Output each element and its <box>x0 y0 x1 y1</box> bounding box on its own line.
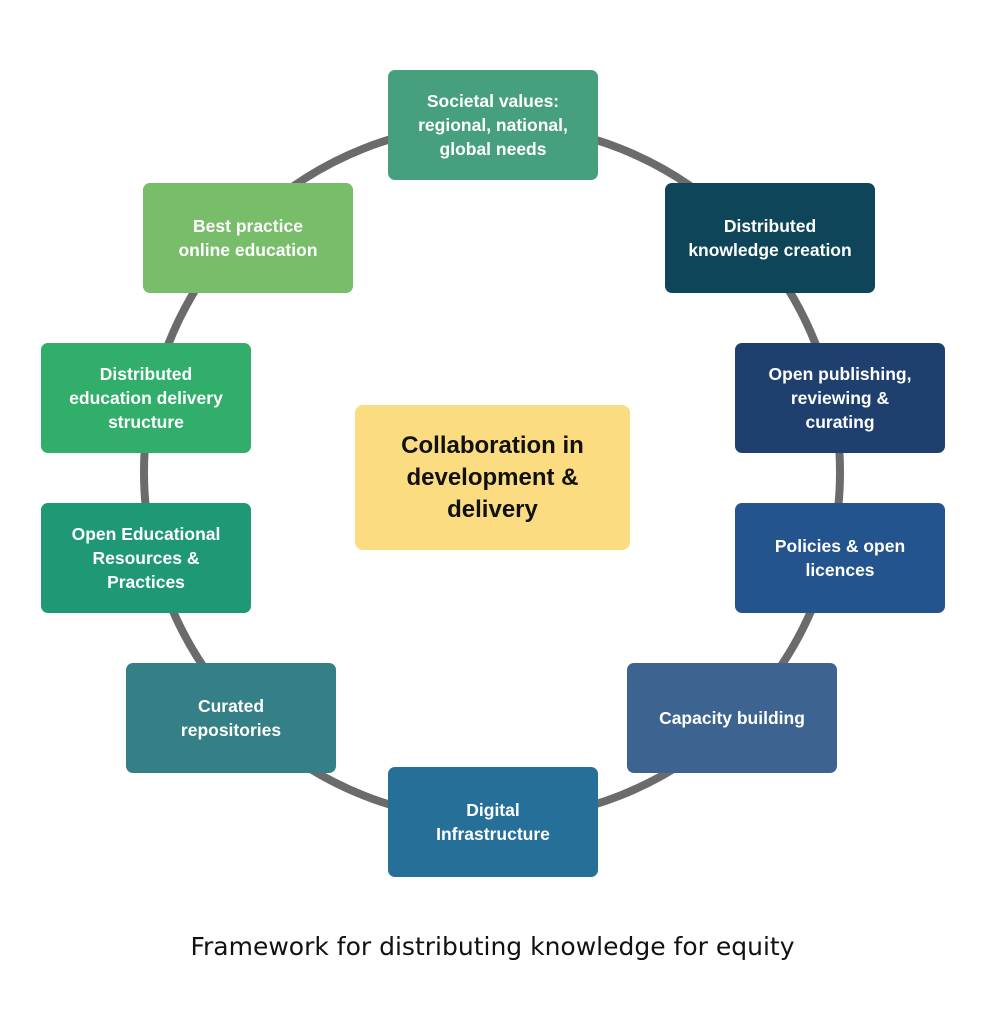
node-label: Open publishing, reviewing & curating <box>768 364 912 432</box>
node-label: Societal values: regional, national, glo… <box>418 91 568 159</box>
node-label: Policies & open licences <box>774 536 906 580</box>
node-label: Open Educational Resources & Practices <box>71 524 221 592</box>
node-label: Distributed education delivery structure <box>69 364 223 432</box>
node-label: Curated repositories <box>180 696 282 740</box>
node-curated-repositories: Curated repositories <box>126 663 336 773</box>
diagram-caption: Framework for distributing knowledge for… <box>190 932 795 961</box>
node-open-educational-resources: Open Educational Resources & Practices <box>41 503 251 613</box>
node-open-publishing: Open publishing, reviewing & curating <box>735 343 945 453</box>
node-label: Capacity building <box>659 708 805 728</box>
node-distributed-knowledge-creation: Distributed knowledge creation <box>665 183 875 293</box>
center-label: Collaboration in development & delivery <box>401 431 584 523</box>
node-label: Distributed knowledge creation <box>688 216 852 260</box>
node-capacity-building: Capacity building <box>627 663 837 773</box>
node-label: Digital Infrastructure <box>436 800 550 844</box>
node-policies-open-licences: Policies & open licences <box>735 503 945 613</box>
center-box: Collaboration in development & delivery <box>355 405 630 550</box>
node-digital-infrastructure: Digital Infrastructure <box>388 767 598 877</box>
node-societal-values: Societal values: regional, national, glo… <box>388 70 598 180</box>
node-label: Best practice online education <box>178 216 318 260</box>
node-best-practice-online-education: Best practice online education <box>143 183 353 293</box>
node-distributed-education-delivery: Distributed education delivery structure <box>41 343 251 453</box>
